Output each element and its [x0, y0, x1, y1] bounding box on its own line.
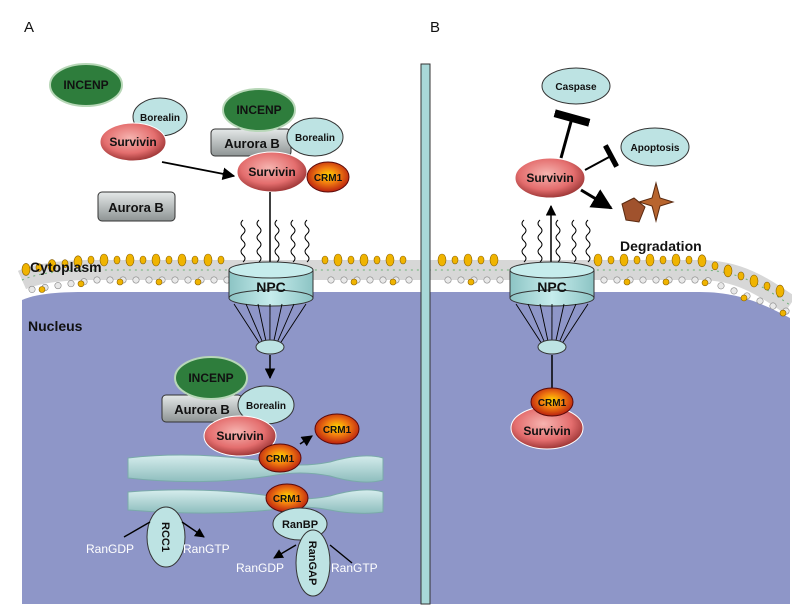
npc-a: NPC [228, 219, 314, 355]
degradation-arrow [580, 188, 613, 210]
rcc1: RCC1 [146, 506, 186, 568]
degradation-fragments [621, 181, 675, 223]
svg-text:Survivin: Survivin [526, 171, 573, 185]
assembly-arrow [161, 161, 236, 181]
inhibit-caspase [553, 109, 591, 159]
svg-text:Borealin: Borealin [295, 133, 335, 144]
rangap: RanGAP [295, 529, 331, 597]
svg-text:Borealin: Borealin [246, 401, 286, 412]
survivin-free: Survivin [99, 122, 167, 162]
panel-b-label: B [430, 19, 440, 36]
chromatin [127, 454, 384, 514]
rcc1-rangtp-label: RanGTP [183, 542, 230, 556]
svg-text:INCENP: INCENP [236, 103, 281, 117]
crm1-release-arrow [299, 435, 313, 447]
svg-text:RanBP: RanBP [282, 519, 318, 531]
rangap-gtp-arrow [329, 544, 353, 564]
rangap-gdp-arrow [273, 544, 297, 559]
svg-text:INCENP: INCENP [188, 371, 233, 385]
svg-text:Aurora B: Aurora B [108, 200, 164, 215]
svg-text:CRM1: CRM1 [314, 173, 343, 184]
aurora-b-free: Aurora B [97, 191, 176, 222]
svg-text:NPC: NPC [256, 279, 286, 295]
svg-text:Survivin: Survivin [248, 165, 295, 179]
svg-text:RCC1: RCC1 [159, 522, 171, 552]
rcc1-gdp-arrow [123, 521, 151, 538]
svg-text:NPC: NPC [537, 279, 567, 295]
svg-text:INCENP: INCENP [63, 78, 108, 92]
cytoplasm-label: Cytoplasm [30, 259, 102, 275]
rangap-rangtp-label: RanGTP [331, 561, 378, 575]
crm1-chromatin: CRM1 [265, 483, 309, 513]
svg-text:CRM1: CRM1 [273, 494, 302, 505]
cpc-complex-cytoplasm: Aurora B INCENP Borealin Survivin CRM1 [210, 88, 350, 193]
svg-text:Aurora B: Aurora B [174, 402, 230, 417]
svg-text:CRM1: CRM1 [266, 454, 295, 465]
svg-text:CRM1: CRM1 [538, 398, 567, 409]
svg-text:CRM1: CRM1 [323, 425, 352, 436]
svg-text:Survivin: Survivin [109, 135, 156, 149]
nucleus-region [22, 292, 790, 604]
degradation-label: Degradation [620, 238, 702, 254]
svg-text:Survivin: Survivin [523, 424, 570, 438]
npc-b: NPC [509, 219, 595, 355]
survivin-crm1-nucleus-b: Survivin CRM1 [510, 387, 584, 450]
rcc1-gtp-arrow [181, 521, 205, 538]
crm1-free-a: CRM1 [314, 413, 360, 445]
nuclear-membrane [17, 253, 792, 317]
rcc1-rangdp-label: RanGDP [86, 542, 134, 556]
rangap-rangdp-label: RanGDP [236, 561, 284, 575]
nucleus-label: Nucleus [28, 318, 83, 334]
svg-text:Survivin: Survivin [216, 429, 263, 443]
crm1-bound-survivin: CRM1 [258, 443, 302, 473]
svg-text:RanGAP: RanGAP [306, 541, 318, 586]
panel-divider [420, 63, 431, 605]
svg-text:Aurora B: Aurora B [224, 136, 280, 151]
svg-text:Borealin: Borealin [140, 113, 180, 124]
incenp-free: INCENP [49, 63, 123, 107]
svg-text:Caspase: Caspase [555, 82, 597, 93]
survivin-cytoplasm-b: Survivin [514, 157, 586, 199]
panel-a-label: A [24, 19, 34, 36]
caspase: Caspase [541, 67, 611, 105]
apoptosis: Apoptosis [620, 127, 690, 167]
svg-text:Apoptosis: Apoptosis [631, 143, 680, 154]
cpc-complex-nucleus: Aurora B INCENP Borealin Survivin [161, 356, 295, 457]
inhibit-apoptosis [584, 144, 620, 171]
